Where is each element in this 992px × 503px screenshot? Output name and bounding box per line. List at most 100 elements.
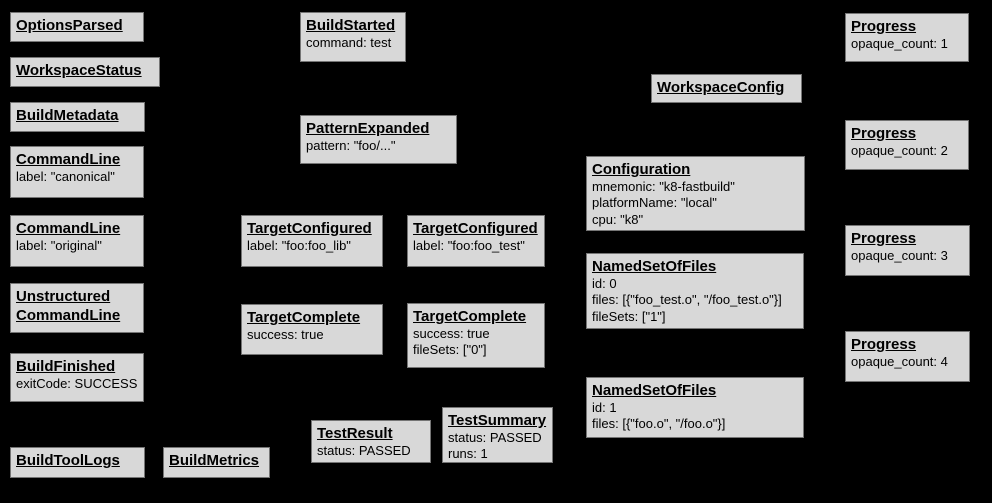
node-title-line: BuildMetrics: [169, 452, 260, 469]
node-field: files: [{"foo_test.o", "/foo_test.o"}]: [592, 292, 782, 308]
node-title-line: WorkspaceStatus: [16, 62, 142, 79]
node-title-line: PatternExpanded: [306, 120, 430, 137]
node-field: label: "foo:foo_test": [413, 238, 525, 254]
node-field: platformName: "local": [592, 195, 717, 211]
event-node-build-metrics: BuildMetrics: [163, 447, 270, 478]
node-field: success: true: [413, 326, 490, 342]
node-title: Progress: [851, 17, 963, 36]
node-title-line: TargetComplete: [247, 309, 361, 326]
node-field: status: PASSED: [448, 430, 542, 446]
node-title: TargetConfigured: [413, 219, 539, 238]
node-field: files: [{"foo.o", "/foo.o"}]: [592, 416, 726, 432]
node-field: fileSets: ["1"]: [592, 308, 666, 324]
node-field: command: test: [306, 35, 392, 51]
node-title-line: TestSummary: [448, 412, 547, 429]
node-field: opaque_count: 3: [851, 248, 948, 264]
node-title-line: BuildMetadata: [16, 107, 119, 124]
node-field: mnemonic: "k8-fastbuild": [592, 179, 735, 195]
node-title-line: CommandLine: [16, 151, 121, 168]
node-field: status: PASSED: [317, 443, 411, 459]
event-node-build-metadata: BuildMetadata: [10, 102, 145, 132]
node-title: WorkspaceStatus: [16, 61, 154, 80]
node-title: BuildMetrics: [169, 451, 264, 470]
node-field: id: 0: [592, 276, 617, 292]
node-title-line: BuildStarted: [306, 17, 396, 34]
node-field: exitCode: SUCCESS: [16, 376, 138, 392]
node-title: OptionsParsed: [16, 16, 138, 35]
node-title: Configuration: [592, 160, 799, 179]
node-field: label: "original": [16, 238, 102, 254]
node-title: Progress: [851, 124, 963, 143]
node-title: NamedSetOfFiles: [592, 257, 798, 276]
node-title: BuildMetadata: [16, 106, 139, 125]
node-title-line: Progress: [851, 230, 917, 247]
node-title-line: WorkspaceConfig: [657, 79, 785, 96]
node-title: TestSummary: [448, 411, 547, 430]
node-title: BuildFinished: [16, 357, 138, 376]
node-field: pattern: "foo/...": [306, 138, 396, 154]
node-field: opaque_count: 2: [851, 143, 948, 159]
node-title-line: NamedSetOfFiles: [592, 382, 717, 399]
node-field: runs: 1: [448, 446, 488, 462]
node-title-line: BuildToolLogs: [16, 452, 120, 469]
node-title: TestResult: [317, 424, 425, 443]
node-title-line: CommandLine: [16, 307, 121, 325]
node-field: cpu: "k8": [592, 211, 644, 227]
node-title-line: OptionsParsed: [16, 17, 123, 34]
node-title: BuildToolLogs: [16, 451, 139, 470]
node-title: TargetConfigured: [247, 219, 377, 238]
node-field: success: true: [247, 327, 324, 343]
event-node-options-parsed: OptionsParsed: [10, 12, 144, 42]
event-node-build-tool-logs: BuildToolLogs: [10, 447, 145, 478]
node-title-line: Progress: [851, 336, 917, 353]
node-title: CommandLine: [16, 150, 138, 169]
node-title: WorkspaceConfig: [657, 78, 796, 97]
node-title-line: CommandLine: [16, 220, 121, 237]
node-title: TargetComplete: [247, 308, 377, 327]
node-field: label: "foo:foo_lib": [247, 238, 351, 254]
node-title: NamedSetOfFiles: [592, 381, 798, 400]
node-title: PatternExpanded: [306, 119, 451, 138]
node-field: opaque_count: 4: [851, 354, 948, 370]
node-title: BuildStarted: [306, 16, 400, 35]
node-title-line: TargetConfigured: [413, 220, 538, 237]
node-title-line: Progress: [851, 125, 917, 142]
node-title-line: Configuration: [592, 161, 691, 178]
node-field: id: 1: [592, 400, 617, 416]
event-node-workspace-status: WorkspaceStatus: [10, 57, 160, 87]
node-field: fileSets: ["0"]: [413, 342, 487, 358]
node-field: opaque_count: 1: [851, 36, 948, 52]
node-title-line: NamedSetOfFiles: [592, 258, 717, 275]
node-title-line: TestResult: [317, 425, 393, 442]
node-title-line: TargetConfigured: [247, 220, 372, 237]
event-node-workspace-config: WorkspaceConfig: [651, 74, 802, 103]
node-title: TargetComplete: [413, 307, 539, 326]
node-title: CommandLine: [16, 219, 138, 238]
node-title-line: TargetComplete: [413, 308, 527, 325]
node-title: Progress: [851, 335, 964, 354]
node-title-line: Unstructured: [16, 288, 111, 305]
node-title-line: Progress: [851, 18, 917, 35]
node-title: Progress: [851, 229, 964, 248]
